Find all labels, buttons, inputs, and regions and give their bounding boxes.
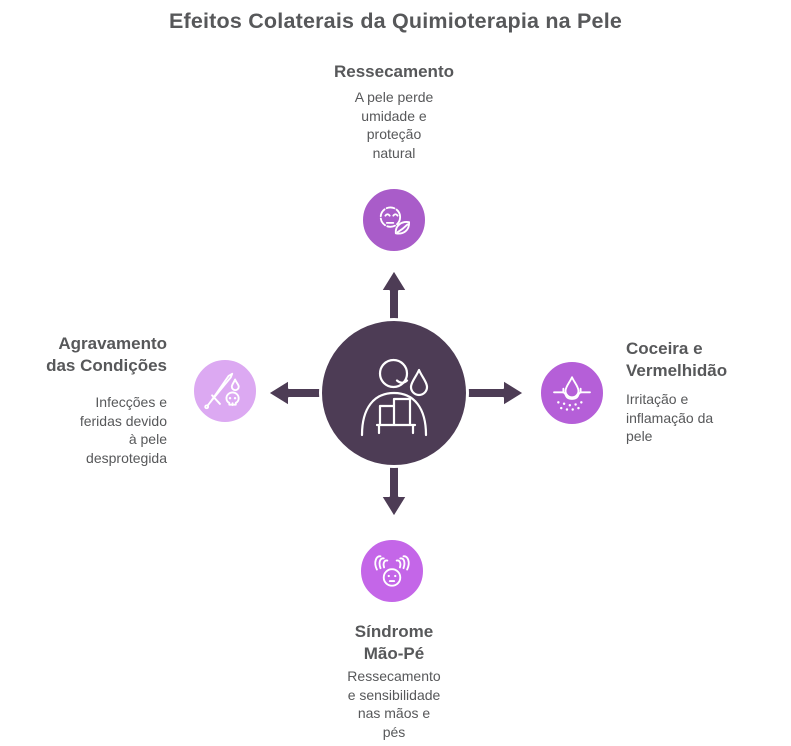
node-title-coceira: Coceira e Vermelhidão	[626, 339, 728, 380]
sword-skull-infection-icon	[204, 372, 240, 410]
node-circle-coceira	[538, 359, 606, 427]
node-title-sindrome: Síndrome Mão-Pé	[354, 622, 434, 663]
crying-person-icon	[360, 358, 429, 437]
node-desc-agravamento: Infecções e feridas devido à pele despro…	[79, 394, 167, 466]
node-circle-sindrome	[358, 537, 426, 605]
node-circle-ressecamento	[360, 186, 428, 254]
page-title: Efeitos Colaterais da Quimioterapia na P…	[168, 9, 623, 33]
node-circle-agravamento	[191, 357, 259, 425]
center-hub	[319, 318, 469, 468]
skin-irritation-drop-icon	[553, 376, 591, 411]
node-desc-sindrome: Ressecamento e sensibilidade nas mãos e …	[347, 668, 441, 740]
node-desc-coceira: Irritação e inflamação da pele	[626, 391, 714, 445]
node-desc-ressecamento: A pele perde umidade e proteção natural	[354, 89, 434, 161]
node-title-agravamento: Agravamento das Condições	[46, 334, 167, 375]
face-raised-hands-icon	[374, 555, 410, 587]
node-title-ressecamento: Ressecamento	[333, 62, 454, 81]
dry-skin-face-leaf-icon	[379, 206, 411, 235]
